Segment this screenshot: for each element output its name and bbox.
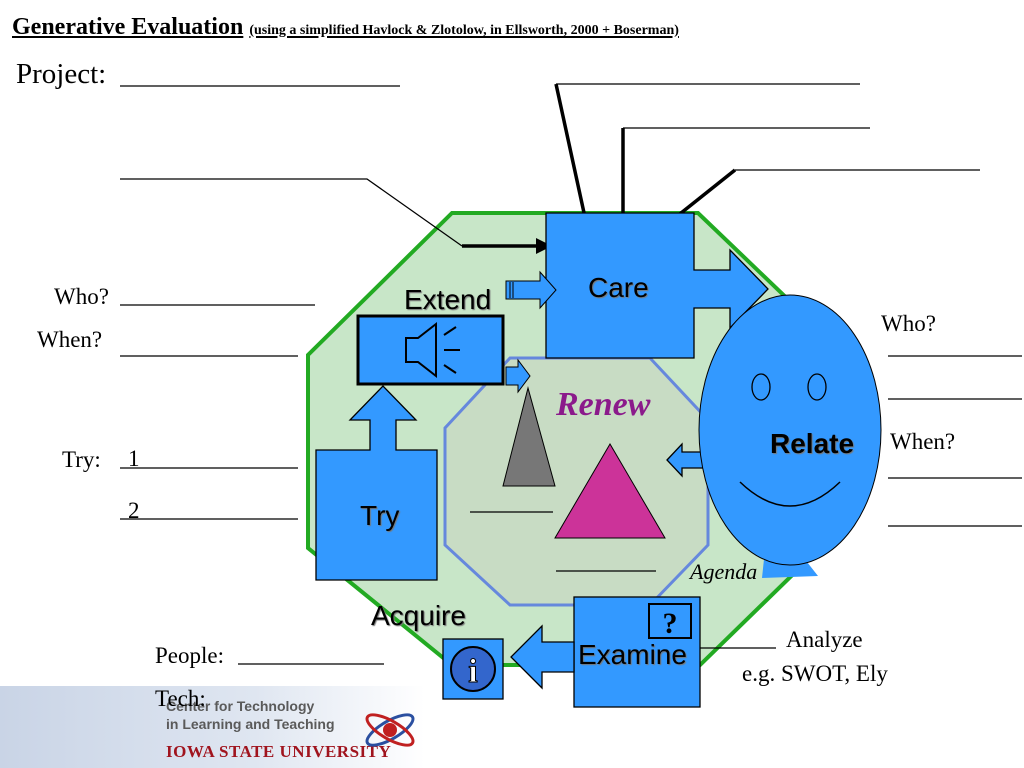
atom-logo-icon xyxy=(365,713,415,747)
analyze-label: Analyze xyxy=(786,627,863,652)
arrow-1 xyxy=(554,83,588,223)
left-eye-icon xyxy=(751,373,771,401)
speaker-to-renew-arrow xyxy=(505,358,531,394)
relate-label: Relate xyxy=(770,428,855,459)
extend-label: Extend xyxy=(404,284,492,315)
magenta-triangle xyxy=(554,443,666,539)
tech-label: Tech: xyxy=(155,686,206,711)
arrow-4-head xyxy=(536,238,552,254)
example-label: e.g. SWOT, Ely xyxy=(742,661,888,686)
right-eye-icon xyxy=(807,373,827,401)
try-label: Try: xyxy=(62,447,101,472)
smile xyxy=(739,481,841,507)
right-who-label: Who? xyxy=(881,311,936,336)
logo-line-2: in Learning and Teaching xyxy=(166,716,335,732)
ctlt-logo: Center for Technology in Learning and Te… xyxy=(0,686,425,768)
speaker-icon xyxy=(405,321,460,379)
people-label: People: xyxy=(155,643,224,668)
right-when-label: When? xyxy=(890,429,956,454)
extend-to-care-arrow xyxy=(505,270,557,310)
info-icon xyxy=(450,646,496,692)
info-glyph: i xyxy=(468,653,477,690)
care-label: Care xyxy=(588,272,649,303)
try-stage-label: Try xyxy=(360,500,400,531)
try-box xyxy=(315,385,438,581)
title-text: Generative Evaluation xyxy=(12,14,244,40)
examine-label: Examine xyxy=(578,639,687,670)
question-icon-box xyxy=(648,603,692,639)
page-title: Generative Evaluation (using a simplified… xyxy=(12,14,679,41)
gray-cone xyxy=(502,386,556,487)
examine-to-acquire-arrow xyxy=(510,624,575,690)
project-label: Project: xyxy=(16,58,107,90)
question-icon: ? xyxy=(663,607,678,640)
care-box xyxy=(545,212,769,359)
try-item-1: 1 xyxy=(128,446,140,471)
logo-line-3: IOWA STATE UNIVERSITY xyxy=(166,742,392,761)
renew-label: Renew xyxy=(556,386,651,423)
left-top-line xyxy=(120,178,463,247)
left-when-label: When? xyxy=(37,327,103,352)
agenda-label: Agenda xyxy=(690,559,758,584)
acquire-label: Acquire xyxy=(371,600,466,631)
relate-face xyxy=(698,294,882,566)
try-item-2: 2 xyxy=(128,498,140,523)
subtitle: (using a simplified Havlock & Zlotolow, … xyxy=(249,23,679,38)
logo-line-1: Center for Technology xyxy=(166,698,315,714)
left-who-label: Who? xyxy=(54,284,109,309)
